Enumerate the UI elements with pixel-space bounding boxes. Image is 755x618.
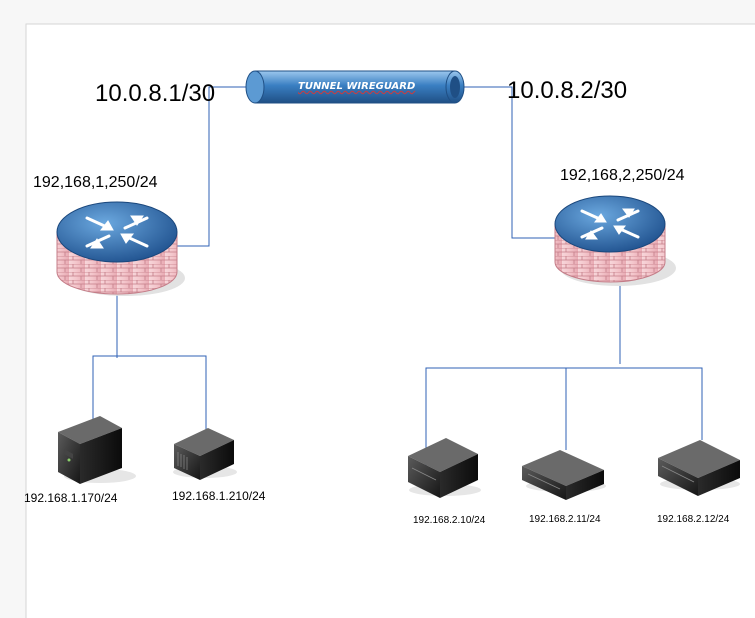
mini-pc-icon xyxy=(173,428,237,480)
right-router-lan-ip: 192,168,2,250/24 xyxy=(560,167,685,184)
tower-pc-icon xyxy=(58,416,136,484)
link-left-router-tunnel xyxy=(172,86,247,247)
wireguard-tunnel xyxy=(245,70,465,104)
host-ip-server-3: 192.168.2.12/24 xyxy=(657,514,730,525)
server-3-icon xyxy=(658,440,740,496)
host-ip-mini-pc: 192.168.1.210/24 xyxy=(172,489,266,503)
page-background xyxy=(25,23,755,618)
left-tunnel-ip: 10.0.8.1/30 xyxy=(95,80,216,107)
right-tunnel-ip: 10.0.8.2/30 xyxy=(507,77,628,104)
host-ip-tower-pc: 192.168.1.170/24 xyxy=(24,491,118,505)
host-ip-server-2: 192.168.2.11/24 xyxy=(529,514,601,525)
server-1-icon xyxy=(408,438,481,498)
left-router-lan-ip: 192,168,1,250/24 xyxy=(33,174,158,191)
router-left-icon xyxy=(56,201,185,296)
server-2-icon xyxy=(522,450,606,500)
link-right-lan-bus xyxy=(425,367,703,470)
host-ip-server-1: 192.168.2.10/24 xyxy=(413,515,486,526)
link-right-router-tunnel xyxy=(462,86,560,239)
link-left-lan-bus xyxy=(92,355,207,430)
links xyxy=(92,86,703,470)
tunnel-label: TUNNEL WIREGUARD xyxy=(298,81,416,92)
router-right-icon xyxy=(554,195,676,286)
